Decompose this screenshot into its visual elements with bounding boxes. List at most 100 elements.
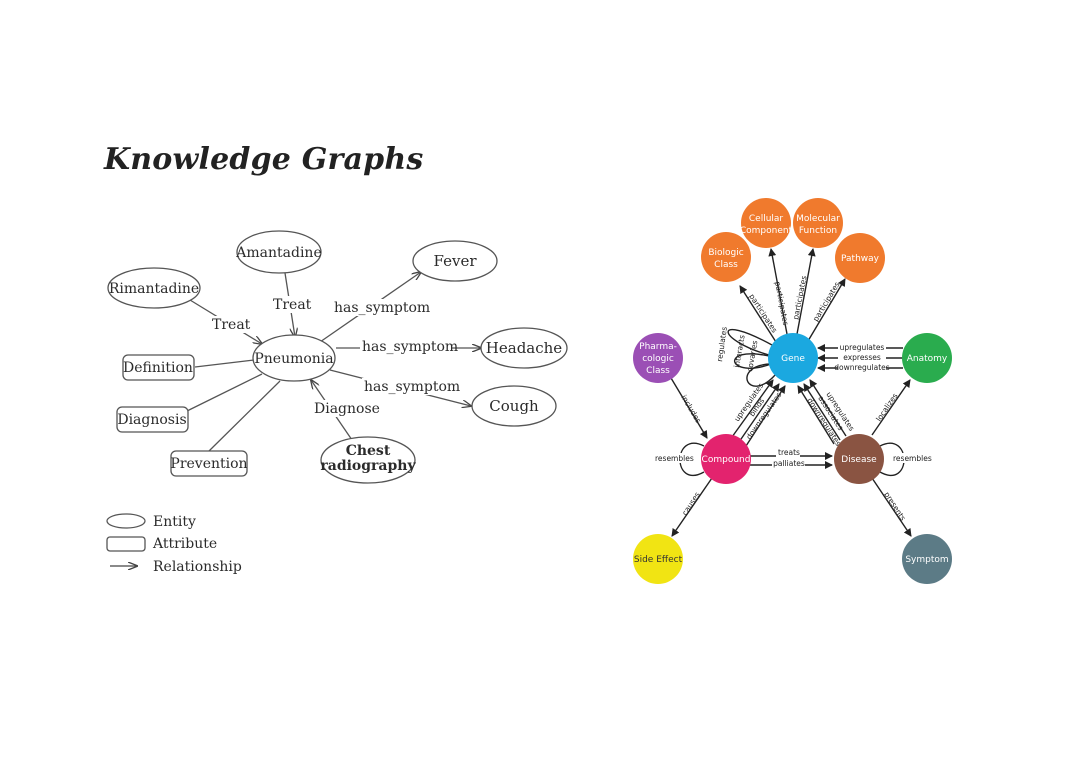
node-amantadine: Amantadine <box>235 230 322 274</box>
node-pathway: Pathway <box>835 233 885 283</box>
node-chest-radiography: Chest radiography <box>320 436 416 484</box>
edge-compound-side-effect <box>671 477 713 537</box>
legend: Entity Attribute Relationship <box>106 513 242 575</box>
node-amantadine-label: Amantadine <box>235 245 321 261</box>
node-headache: Headache <box>480 327 568 369</box>
node-cough-label: Cough <box>489 397 539 415</box>
edge-label-palliates: palliates <box>773 459 805 468</box>
edge-gene-cellular-component <box>768 248 788 335</box>
edge-compound-gene-upregulates <box>731 379 774 438</box>
legend-entity-label: Entity <box>153 514 196 530</box>
slide-title: Knowledge Graphs <box>104 142 424 177</box>
hetionet-nodes: Biologic Class Cellular Component Molecu… <box>633 198 952 584</box>
edge-label-treat-rimantadine: Treat <box>212 317 251 333</box>
node-definition: Definition <box>122 354 195 381</box>
edge-label-includes: includes <box>679 393 703 424</box>
node-prevention-label: Prevention <box>170 456 247 472</box>
node-side-effect-label: Side Effect <box>634 555 683 565</box>
edge-compound-gene-binds <box>738 383 780 443</box>
node-cellular-component-label-2: Component <box>740 226 793 236</box>
legend-attribute-swatch <box>106 536 146 552</box>
node-molecular-function-label-1: Molecular <box>796 214 840 224</box>
node-molecular-function-label-2: Function <box>799 226 837 236</box>
edge-label-participates-3: participates <box>791 275 808 320</box>
node-gene: Gene <box>768 333 818 383</box>
node-fever: Fever <box>412 240 498 282</box>
legend-attribute-label: Attribute <box>152 536 217 552</box>
node-pharmacologic-class: Pharma- cologic Class <box>633 333 683 383</box>
edge-disease-gene-downregulates <box>797 385 835 445</box>
edge-disease-gene-associates <box>803 383 841 441</box>
node-pneumonia: Pneumonia <box>252 334 336 382</box>
edge-pneumonia-prevention <box>208 380 281 452</box>
edge-disease-symptom <box>871 477 912 537</box>
node-cellular-component-label-1: Cellular <box>749 214 784 224</box>
node-gene-label: Gene <box>781 354 805 364</box>
edge-gene-pathway <box>807 278 846 342</box>
node-cellular-component: Cellular Component <box>740 198 793 248</box>
edge-label-anatomy-downregulates: downregulates <box>834 363 890 372</box>
node-prevention: Prevention <box>170 450 248 477</box>
node-biologic-class-label-1: Biologic <box>708 248 743 258</box>
edge-label-compound-resembles: resembles <box>655 454 694 463</box>
edge-label-anatomy-upregulates: upregulates <box>840 343 885 352</box>
node-biologic-class: Biologic Class <box>701 232 751 282</box>
medical-nodes: Amantadine Rimantadine Pneumonia Fever H… <box>107 230 568 484</box>
edge-compound-gene-downregulates <box>745 385 786 447</box>
hetionet-edges <box>670 248 912 537</box>
edge-label-anatomy-expresses: expresses <box>843 353 881 362</box>
edge-pharmacologic-compound <box>670 377 708 439</box>
edge-pneumonia-diagnosis <box>186 373 263 412</box>
node-molecular-function: Molecular Function <box>793 198 843 248</box>
node-pneumonia-label: Pneumonia <box>254 351 333 367</box>
node-cough: Cough <box>471 385 557 427</box>
node-anatomy: Anatomy <box>902 333 952 383</box>
edge-label-regulates: regulates <box>715 326 729 362</box>
node-headache-label: Headache <box>486 339 563 357</box>
edge-label-has-symptom-cough: has_symptom <box>364 379 460 395</box>
edge-gene-self-regulates <box>727 329 773 356</box>
node-definition-label: Definition <box>123 360 193 376</box>
node-symptom-label: Symptom <box>905 555 948 565</box>
edge-label-treat-amantadine: Treat <box>273 297 312 313</box>
edge-label-treats: treats <box>778 448 800 457</box>
node-side-effect: Side Effect <box>633 534 683 584</box>
node-rimantadine-label: Rimantadine <box>109 281 199 297</box>
edge-disease-anatomy <box>871 379 911 436</box>
node-diagnosis: Diagnosis <box>116 406 189 433</box>
hetionet-edge-labels: participates participates participates p… <box>653 275 932 522</box>
node-pharmacologic-label-2: cologic <box>642 354 674 364</box>
node-disease: Disease <box>834 434 884 484</box>
edge-label-localizes: localizes <box>874 391 899 423</box>
edge-label-has-symptom-headache: has_symptom <box>362 339 458 355</box>
edge-label-participates-2: participates <box>773 281 790 326</box>
node-pharmacologic-label-3: Class <box>646 366 670 376</box>
edge-label-participates-1: participates <box>747 292 779 334</box>
node-symptom: Symptom <box>902 534 952 584</box>
edge-label-causes: causes <box>680 490 702 517</box>
edge-disease-gene-upregulates <box>809 379 847 437</box>
node-chest-label-line2: radiography <box>320 458 416 474</box>
edge-label-participates-4: participates <box>811 280 842 323</box>
edge-label-has-symptom-fever: has_symptom <box>334 300 430 316</box>
node-disease-label: Disease <box>841 455 877 465</box>
legend-relationship-label: Relationship <box>153 559 242 575</box>
node-fever-label: Fever <box>434 252 478 270</box>
node-anatomy-label: Anatomy <box>907 354 948 364</box>
medical-edge-labels: Treat Treat has_symptom has_symptom has_… <box>209 296 460 417</box>
edge-label-disease-resembles: resembles <box>893 454 932 463</box>
legend-entity-swatch <box>106 513 146 529</box>
node-pharmacologic-label-1: Pharma- <box>639 342 677 352</box>
edge-label-diagnose: Diagnose <box>314 401 380 417</box>
node-diagnosis-label: Diagnosis <box>117 412 186 428</box>
node-pathway-label: Pathway <box>841 254 880 264</box>
edge-gene-molecular-function <box>796 248 816 335</box>
node-compound: Compound <box>701 434 751 484</box>
node-biologic-class-label-2: Class <box>714 260 738 270</box>
node-compound-label: Compound <box>702 455 751 465</box>
node-chest-label-line1: Chest <box>346 443 391 459</box>
edge-pneumonia-definition <box>194 359 255 368</box>
edge-gene-self-interacts <box>734 353 772 369</box>
edge-label-presents: presents <box>882 490 907 522</box>
